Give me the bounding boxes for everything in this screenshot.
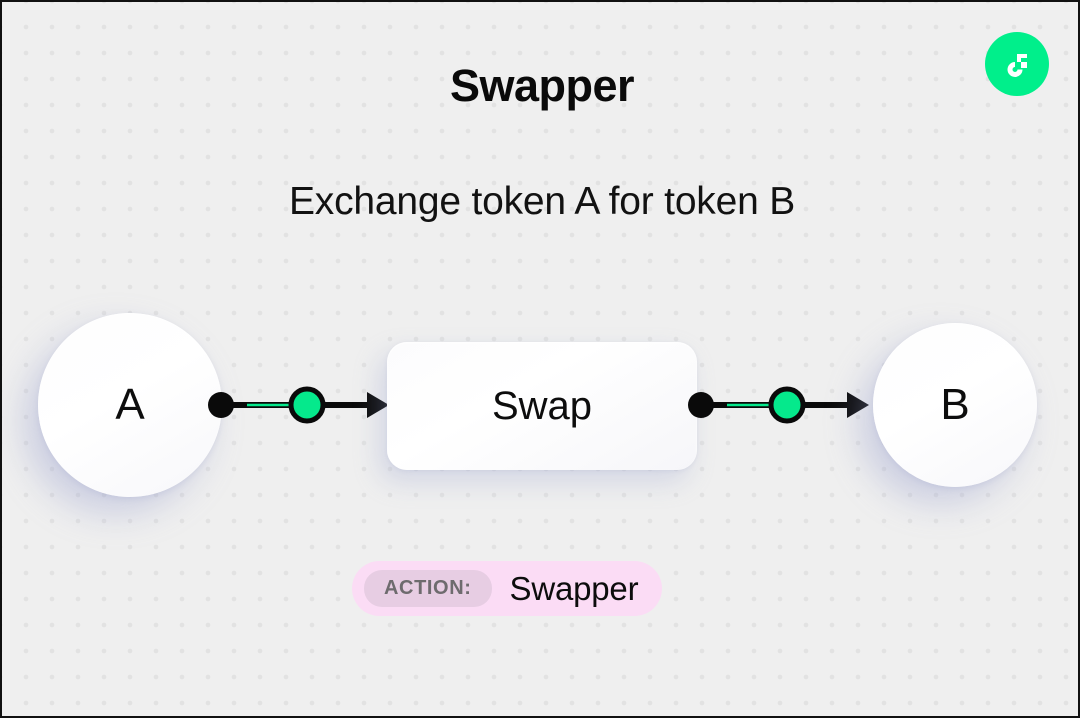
token-node-b[interactable]: B [873, 323, 1037, 487]
page-title: Swapper [449, 60, 635, 111]
process-node-swap-label: Swap [491, 383, 593, 428]
page-subtitle: Exchange token A for token B [288, 180, 796, 223]
action-badge-value: Swapper [509, 569, 639, 607]
action-badge-label: ACTION: [364, 570, 492, 607]
flow-logo-icon[interactable] [985, 32, 1049, 96]
process-node-swap[interactable]: Swap [387, 342, 697, 470]
action-badge: ACTION: Swapper [352, 561, 663, 616]
connector-a-to-swap[interactable] [207, 384, 393, 426]
connector-swap-to-b[interactable] [687, 384, 873, 426]
token-node-a-label: A [115, 380, 145, 429]
token-node-b-label: B [940, 380, 970, 429]
token-node-a[interactable]: A [38, 313, 222, 497]
